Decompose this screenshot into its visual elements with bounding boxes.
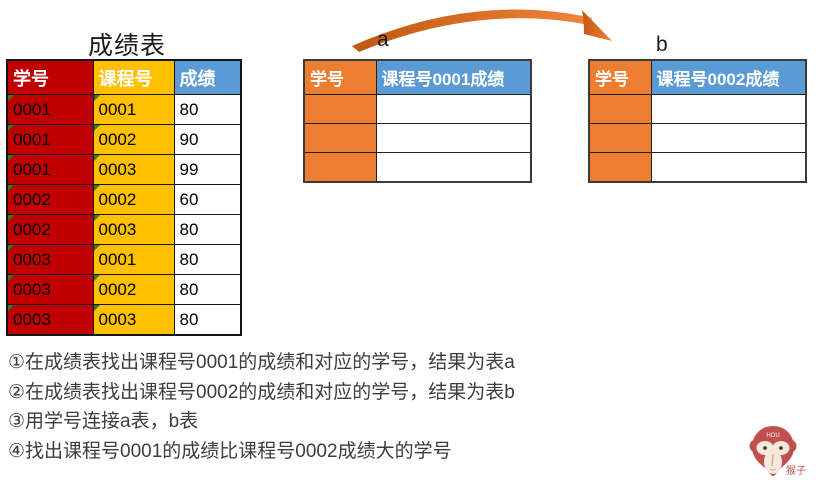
empty-cell: [375, 123, 532, 153]
table-row: 0003 0001 80: [6, 244, 242, 275]
table-a-header-row: 学号 课程号0001成绩: [303, 59, 532, 95]
cell-student-id: 0002: [6, 214, 94, 245]
col-header-course-id: 课程号: [92, 59, 175, 95]
cell-score: 80: [173, 304, 242, 336]
empty-cell: [650, 123, 807, 153]
svg-text:HOU: HOU: [766, 433, 779, 439]
table-row: 0003 0003 80: [6, 304, 242, 336]
logo-label: 猴子: [786, 464, 806, 477]
empty-cell: [588, 123, 652, 153]
monkey-logo: HOU 猴子: [748, 424, 818, 480]
empty-cell: [375, 152, 532, 183]
table-b-header-row: 学号 课程号0002成绩: [588, 59, 807, 95]
note-step-4: ④找出课程号0001的成绩比课程号0002成绩大的学号: [8, 440, 452, 462]
col-header-student-id: 学号: [303, 59, 377, 95]
cell-course-id: 0002: [92, 124, 175, 155]
cell-student-id: 0001: [6, 154, 94, 185]
empty-cell: [303, 123, 377, 153]
col-header-course0002-score: 课程号0002成绩: [650, 59, 807, 95]
table-row: [588, 94, 807, 124]
cell-course-id: 0003: [92, 304, 175, 336]
cell-student-id: 0003: [6, 274, 94, 305]
table-row: 0002 0002 60: [6, 184, 242, 215]
empty-cell: [303, 94, 377, 124]
empty-cell: [588, 152, 652, 183]
score-table: 学号 课程号 成绩 0001 0001 80 0001 0002 90 0001…: [6, 59, 242, 336]
note-step-3: ③用学号连接a表，b表: [8, 411, 199, 432]
cell-student-id: 0001: [6, 124, 94, 155]
cell-course-id: 0001: [92, 94, 175, 125]
table-row: [588, 152, 807, 183]
table-a: 学号 课程号0001成绩: [303, 59, 532, 183]
cell-student-id: 0001: [6, 94, 94, 125]
cell-course-id: 0003: [92, 154, 175, 185]
col-header-student-id: 学号: [588, 59, 652, 95]
table-row: 0001 0001 80: [6, 94, 242, 125]
table-b-label: b: [656, 33, 668, 56]
cell-course-id: 0002: [92, 184, 175, 215]
table-row: 0001 0002 90: [6, 124, 242, 155]
table-row: [303, 123, 532, 153]
empty-cell: [650, 94, 807, 124]
table-row: [303, 94, 532, 124]
table-a-label: a: [377, 28, 389, 51]
curved-arrow-icon: [344, 0, 624, 58]
col-header-student-id: 学号: [6, 59, 94, 95]
empty-cell: [588, 94, 652, 124]
cell-course-id: 0002: [92, 274, 175, 305]
cell-student-id: 0003: [6, 244, 94, 275]
cell-student-id: 0002: [6, 184, 94, 215]
table-row: 0001 0003 99: [6, 154, 242, 185]
table-row: [303, 152, 532, 183]
empty-cell: [650, 152, 807, 183]
cell-score: 80: [173, 214, 242, 245]
empty-cell: [303, 152, 377, 183]
cell-course-id: 0003: [92, 214, 175, 245]
cell-score: 80: [173, 274, 242, 305]
empty-cell: [375, 94, 532, 124]
table-row: [588, 123, 807, 153]
cell-score: 60: [173, 184, 242, 215]
cell-score: 80: [173, 244, 242, 275]
cell-score: 80: [173, 94, 242, 125]
col-header-course0001-score: 课程号0001成绩: [375, 59, 532, 95]
cell-course-id: 0001: [92, 244, 175, 275]
table-row: 0002 0003 80: [6, 214, 242, 245]
col-header-score: 成绩: [173, 59, 242, 95]
cell-student-id: 0003: [6, 304, 94, 336]
table-b: 学号 课程号0002成绩: [588, 59, 807, 183]
score-table-header-row: 学号 课程号 成绩: [6, 59, 242, 95]
note-step-1: ①在成绩表找出课程号0001的成绩和对应的学号，结果为表a: [8, 352, 515, 373]
explanation-notes: ①在成绩表找出课程号0001的成绩和对应的学号，结果为表a ②在成绩表找出课程号…: [8, 348, 515, 466]
score-table-title: 成绩表: [88, 32, 167, 60]
cell-score: 99: [173, 154, 242, 185]
table-row: 0003 0002 80: [6, 274, 242, 305]
monkey-face-icon: HOU: [749, 426, 797, 476]
note-step-2: ②在成绩表找出课程号0002的成绩和对应的学号，结果为表b: [8, 381, 515, 403]
cell-score: 90: [173, 124, 242, 155]
